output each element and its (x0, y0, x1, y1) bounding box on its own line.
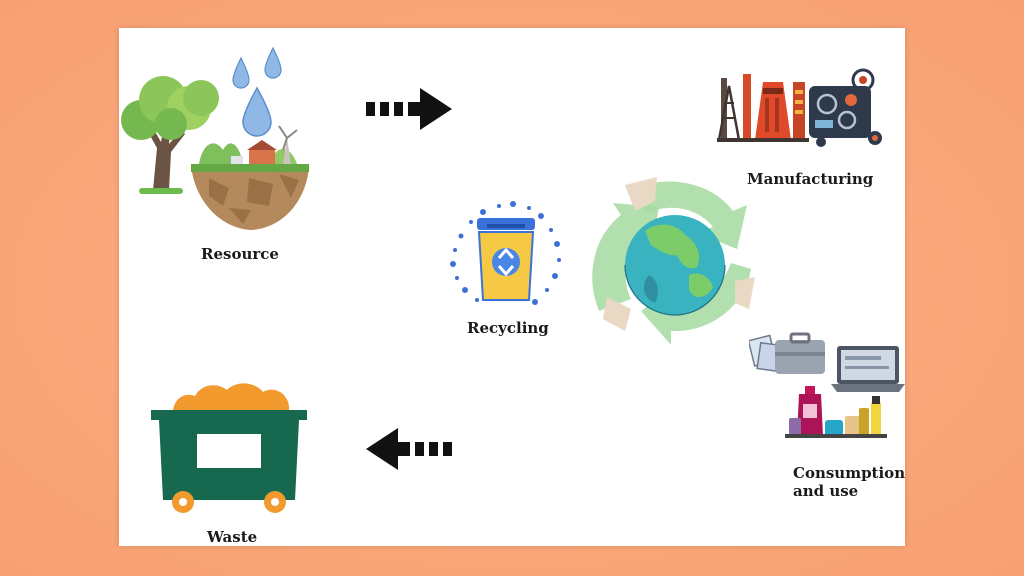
arrow-right-icon (366, 88, 452, 130)
diagram-canvas: Resource (119, 28, 905, 546)
waste-label: Waste (207, 528, 258, 546)
products-icon (749, 332, 905, 438)
consumption-label-line2: and use (793, 482, 859, 500)
resource-label: Resource (201, 245, 279, 263)
consumption-label-line1: Consumption (793, 464, 906, 482)
factory-icon (717, 68, 882, 147)
manufacturing-label: Manufacturing (747, 170, 874, 188)
recycle-bin-icon (450, 201, 561, 305)
recycle-globe-icon (592, 177, 755, 345)
recycling-label: Recycling (467, 319, 549, 337)
tree-land-water-icon (121, 46, 309, 230)
consumption-label: Consumption and use (793, 464, 905, 500)
arrow-left-icon (366, 428, 452, 470)
dumpster-icon (151, 383, 307, 513)
